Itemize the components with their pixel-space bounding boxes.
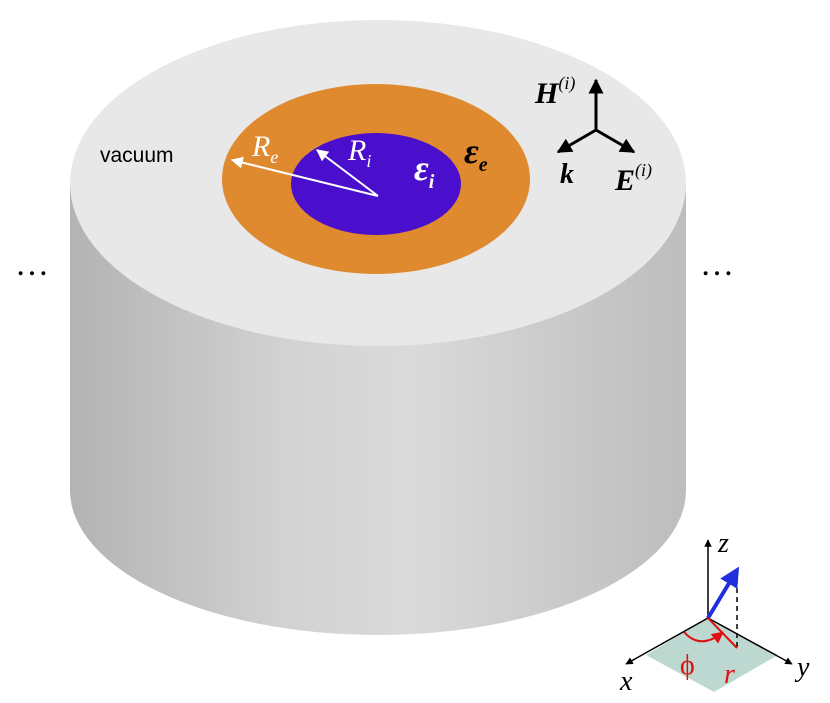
e-field-label: E(i) bbox=[614, 160, 652, 197]
ellipsis-left: … bbox=[15, 246, 49, 283]
radius-i-label: Ri bbox=[347, 134, 371, 171]
x-axis bbox=[625, 617, 709, 665]
eps-i-label: εi bbox=[414, 148, 435, 193]
phi-arc bbox=[683, 631, 724, 644]
radius-e-label: Re bbox=[251, 130, 278, 167]
field-triad bbox=[556, 78, 636, 154]
xy-plane bbox=[646, 618, 778, 692]
radius-e-arrow bbox=[230, 156, 379, 197]
y-axis bbox=[707, 617, 793, 665]
y-axis-label: y bbox=[794, 652, 810, 683]
h-field-label: H(i) bbox=[534, 73, 575, 110]
z-axis-label: z bbox=[717, 528, 729, 559]
phi-label: ϕ bbox=[680, 650, 695, 681]
position-vector bbox=[706, 566, 740, 620]
e-arrow bbox=[595, 128, 636, 154]
ellipsis-right: … bbox=[700, 246, 734, 283]
inner-core bbox=[291, 133, 461, 235]
k-label: k bbox=[560, 159, 574, 190]
radius-i-arrow bbox=[316, 149, 379, 197]
r-label: r bbox=[724, 659, 735, 690]
k-arrow bbox=[556, 128, 597, 154]
vacuum-label: vacuum bbox=[100, 144, 174, 167]
eps-e-label: εe bbox=[464, 131, 488, 176]
x-axis-label: x bbox=[619, 666, 633, 697]
coordinate-system bbox=[625, 539, 793, 692]
